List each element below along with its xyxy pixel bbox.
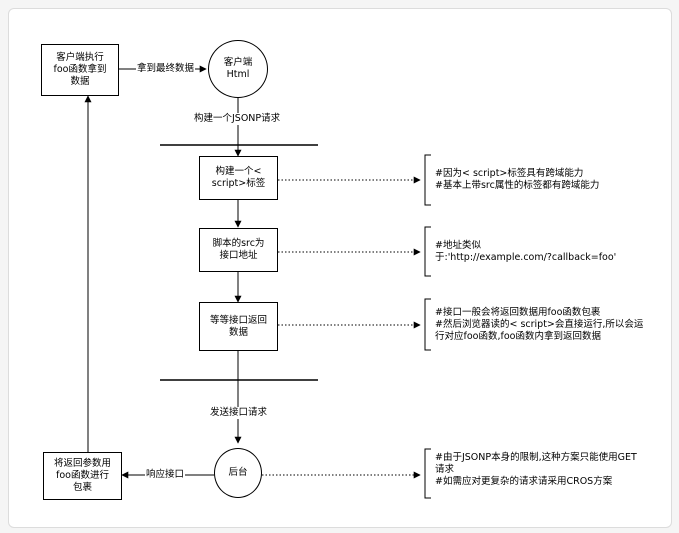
wait-return-node: 等等接口返回 数据 — [199, 302, 278, 351]
client-exec-node: 客户端执行 foo函数拿到 数据 — [41, 44, 119, 96]
note-wrap: #接口一般会将返回数据用foo函数包裹 #然后浏览器读的< script>会直接… — [435, 307, 644, 342]
note-script-tag: #因为< script>标签具有跨域能力 #基本上带src属性的标签都有跨域能力 — [435, 168, 600, 191]
note-bracket-limitation — [424, 448, 431, 499]
note-limitation: #由于JSONP本身的限制,这种方案只能使用GET 请求 #如需应对更复杂的请求… — [435, 452, 637, 487]
edge-label-get-final-data: 拿到最终数据 — [136, 63, 196, 75]
client-html-node: 客户端 Html — [208, 40, 268, 98]
note-address: #地址类似 于:'http://example.com/?callback=fo… — [435, 240, 617, 263]
build-tag-node: 构建一个< script>标签 — [199, 156, 278, 200]
edge-label-build-jsonp: 构建一个JSONP请求 — [193, 113, 282, 125]
note-bracket-address — [424, 226, 431, 277]
script-src-node: 脚本的src为 接口地址 — [199, 228, 278, 272]
note-bracket-wrap — [424, 298, 431, 351]
wrap-return-node: 将返回参数用 foo函数进行 包裹 — [43, 452, 122, 500]
edge-label-send-request: 发送接口请求 — [209, 407, 269, 419]
note-bracket-script-tag — [424, 154, 431, 206]
edge-label-response: 响应接口 — [145, 469, 186, 481]
backend-node: 后台 — [214, 448, 262, 498]
